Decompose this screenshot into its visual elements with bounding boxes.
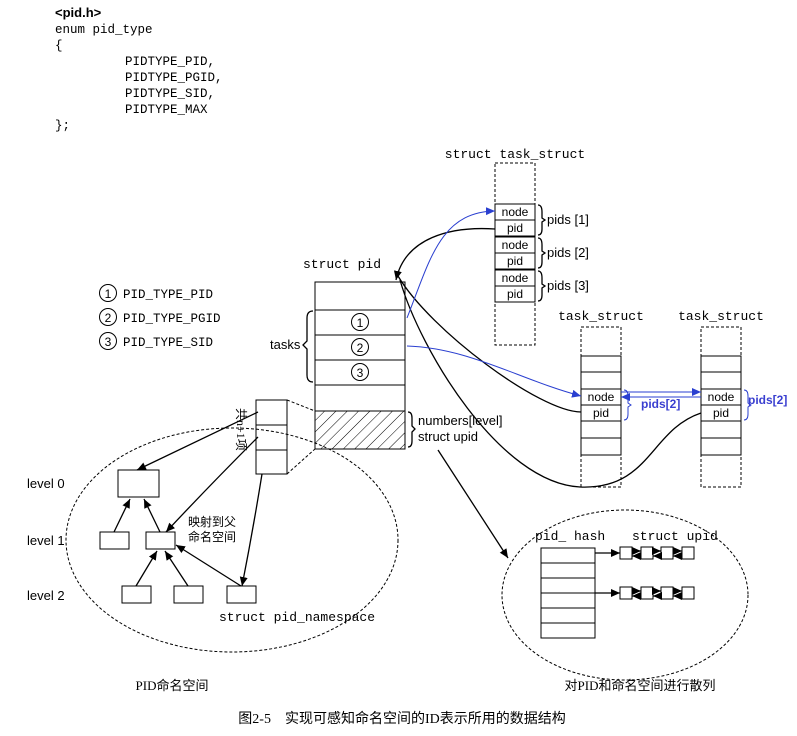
pids-label: pids [1] xyxy=(547,212,589,227)
code-line: PIDTYPE_SID, xyxy=(125,87,215,101)
legend-number: 1 xyxy=(105,287,112,301)
legend-number: 3 xyxy=(105,335,112,349)
field-node: node xyxy=(708,390,735,404)
task-struct-top: struct task_struct node pid node pid nod… xyxy=(445,147,589,346)
code-header: <pid.h> xyxy=(55,5,102,20)
map-to-parent-label: 映射到父 xyxy=(188,514,236,529)
pids-label-blue: pids[2] xyxy=(641,397,680,411)
numbers-label: numbers[level] xyxy=(418,413,503,428)
struct-pid-title: struct pid xyxy=(303,257,381,272)
struct-upid-title: struct upid xyxy=(632,529,718,544)
legend-label: PID_TYPE_SID xyxy=(123,336,213,350)
legend-label: PID_TYPE_PID xyxy=(123,288,213,302)
node-link-arrows xyxy=(406,207,701,401)
code-line: }; xyxy=(55,119,70,133)
pid-type-legend: 1 PID_TYPE_PID 2 PID_TYPE_PGID 3 PID_TYP… xyxy=(99,284,221,350)
task-struct-top-title: struct task_struct xyxy=(445,147,585,162)
level-label: level 2 xyxy=(27,588,65,603)
level-label: level 0 xyxy=(27,476,65,491)
upid-to-hash-arrow xyxy=(437,449,509,559)
tasks-label: tasks xyxy=(270,337,301,352)
legend-number: 2 xyxy=(105,311,112,325)
field-node: node xyxy=(502,238,529,252)
pid-namespace-struct-label: struct pid_namespace xyxy=(219,610,375,625)
task-struct-right-title: task_struct xyxy=(678,309,764,324)
code-block: <pid.h> enum pid_type { PIDTYPE_PID, PID… xyxy=(55,5,223,133)
pid-namespace-caption: PID命名空间 xyxy=(136,678,209,693)
level-label: level 1 xyxy=(27,533,65,548)
task-struct-right: task_struct node pid pids[2] xyxy=(678,309,787,488)
task-slot-number: 2 xyxy=(357,341,364,355)
pids-label: pids [3] xyxy=(547,278,589,293)
field-node: node xyxy=(588,390,615,404)
field-pid: pid xyxy=(713,406,729,420)
figure-caption: 图2-5 实现可感知命名空间的ID表示所用的数据结构 xyxy=(238,710,565,727)
pid-hash: pid_ hash struct upid 对PID和命名空间进行散列 xyxy=(501,509,749,693)
struct-pid: struct pid 1 2 3 tasks numbers[level] st… xyxy=(270,257,503,450)
code-line: PIDTYPE_PID, xyxy=(125,55,215,69)
upid-count-label: 共n+1项 xyxy=(234,408,248,451)
field-pid: pid xyxy=(507,287,523,301)
pids-label-blue: pids[2] xyxy=(748,393,787,407)
code-line: PIDTYPE_MAX xyxy=(125,103,208,117)
legend-label: PID_TYPE_PGID xyxy=(123,312,221,326)
task-struct-middle: task_struct node pid pids[2] xyxy=(558,309,680,488)
struct-upid-label: struct upid xyxy=(418,429,478,444)
field-node: node xyxy=(502,205,529,219)
field-pid: pid xyxy=(507,221,523,235)
code-line: { xyxy=(55,39,63,53)
code-line: enum pid_type xyxy=(55,23,153,37)
field-node: node xyxy=(502,271,529,285)
code-line: PIDTYPE_PGID, xyxy=(125,71,223,85)
task-slot-number: 3 xyxy=(357,366,364,380)
pid-namespace: level 0 level 1 level 2 映射到父 命名空间 struct… xyxy=(27,427,399,693)
map-to-parent-label: 命名空间 xyxy=(188,529,236,544)
task-slot-number: 1 xyxy=(357,316,364,330)
upid-array: 共n+1项 xyxy=(234,399,316,475)
field-pid: pid xyxy=(593,406,609,420)
upid-namespace-arrows xyxy=(136,411,263,587)
pids-label: pids [2] xyxy=(547,245,589,260)
field-pid: pid xyxy=(507,254,523,268)
pid-hash-caption: 对PID和命名空间进行散列 xyxy=(565,678,716,693)
task-struct-mid-title: task_struct xyxy=(558,309,644,324)
pid-pointer-curves xyxy=(393,227,702,488)
pid-hash-title: pid_ hash xyxy=(535,529,605,544)
